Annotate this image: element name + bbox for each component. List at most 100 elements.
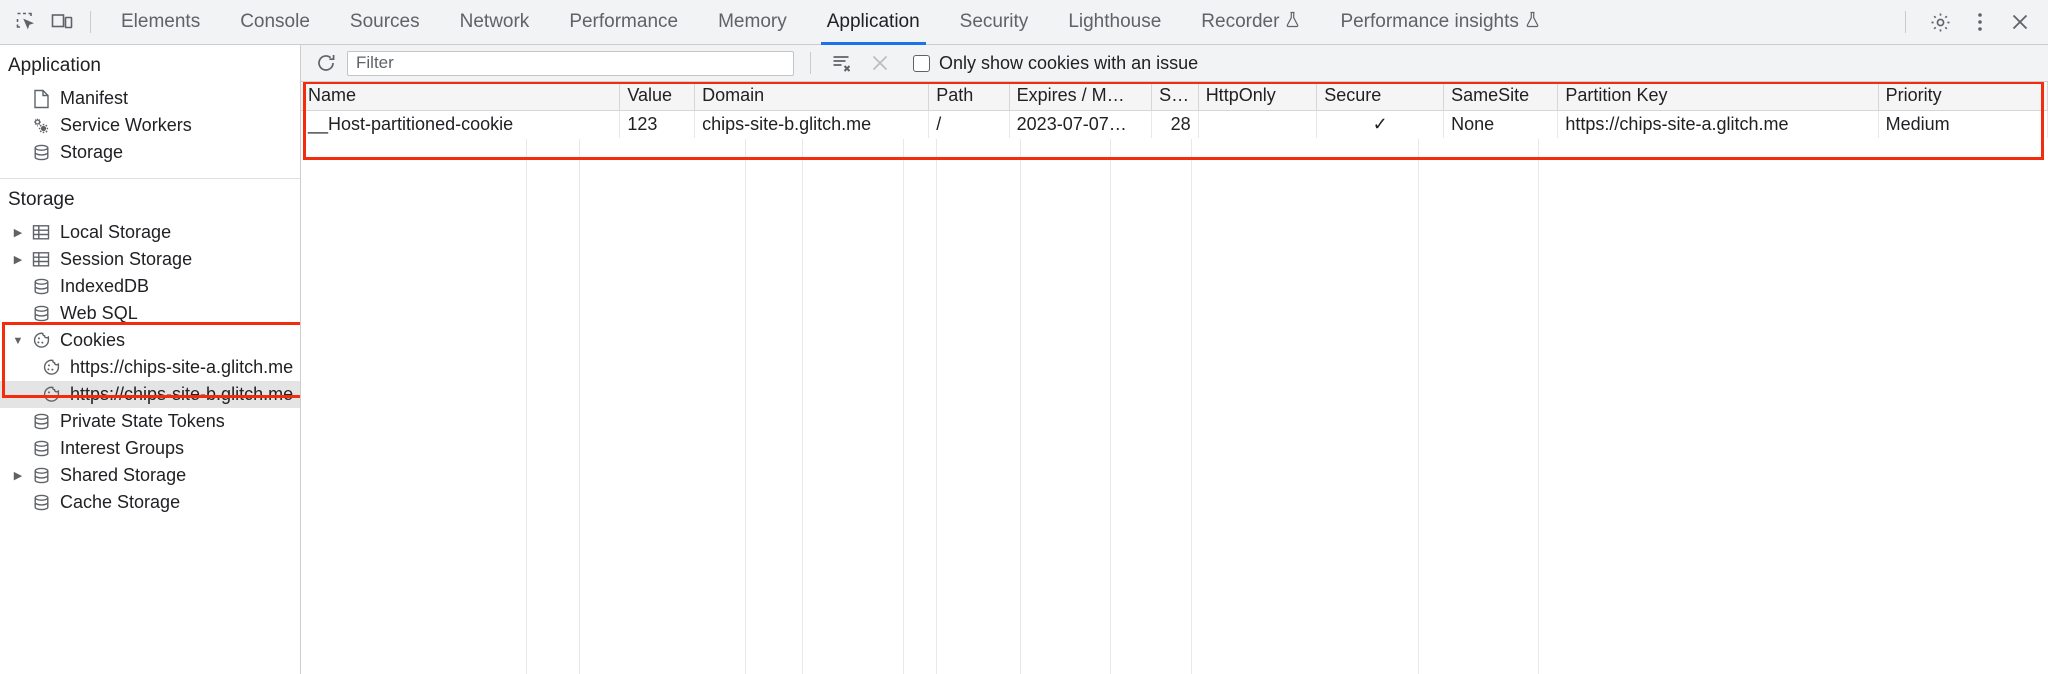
empty-column-rules [301, 139, 2048, 674]
tab-console[interactable]: Console [220, 0, 330, 45]
device-toolbar-icon[interactable] [44, 7, 80, 37]
manifest-document-icon [28, 89, 54, 109]
tab-label: Lighthouse [1068, 11, 1162, 32]
more-vertical-icon[interactable] [1960, 2, 2000, 42]
toolbar-right-controls [1899, 0, 2040, 45]
chevron-right-icon[interactable]: ▶ [13, 227, 23, 239]
experiment-flask-icon [1285, 11, 1300, 34]
tab-label: Security [959, 11, 1029, 32]
tab-label: Recorder [1201, 11, 1280, 32]
sidebar-item-label: Web SQL [60, 303, 138, 323]
inspect-element-icon[interactable] [8, 7, 44, 37]
sidebar-item-cookies-chips-site-a[interactable]: https://chips-site-a.glitch.me [0, 354, 300, 381]
column-header-partition-key[interactable]: Partition Key [1557, 82, 1879, 111]
tab-sources[interactable]: Sources [330, 0, 440, 45]
panel-tabs: Elements Console Sources Network Perform… [101, 0, 1560, 45]
sidebar-item-private-state-tokens[interactable]: ▶ Private State Tokens [0, 408, 300, 435]
database-icon [28, 277, 54, 296]
cell-partition-key: https://chips-site-a.glitch.me [1557, 110, 1879, 138]
database-icon [28, 439, 54, 458]
table-header-row: Name Value Domain Path Expires / M… Size… [301, 82, 2048, 111]
cell-name: __Host-partitioned-cookie [301, 110, 621, 138]
cookies-table-area: Name Value Domain Path Expires / M… Size… [301, 82, 2048, 674]
column-header-domain[interactable]: Domain [694, 82, 930, 111]
sidebar-item-session-storage[interactable]: ▶ Session Storage [0, 246, 300, 273]
cell-value: 123 [619, 110, 696, 138]
tab-elements[interactable]: Elements [101, 0, 220, 45]
cell-size: 28 [1151, 110, 1199, 138]
tab-label: Application [826, 11, 920, 32]
checkbox-box[interactable] [913, 54, 930, 72]
sidebar-item-manifest[interactable]: ▶ Manifest [0, 85, 300, 112]
tab-lighthouse[interactable]: Lighthouse [1048, 0, 1181, 45]
cookie-icon [38, 358, 64, 377]
column-header-secure[interactable]: Secure [1316, 82, 1445, 111]
database-icon [28, 493, 54, 512]
sidebar-item-cookies[interactable]: ▼ Cookies [0, 327, 300, 354]
column-header-httponly[interactable]: HttpOnly [1198, 82, 1318, 111]
tab-performance[interactable]: Performance [549, 0, 698, 45]
database-icon [28, 304, 54, 323]
column-header-value[interactable]: Value [619, 82, 696, 111]
clear-all-cookies-icon[interactable] [863, 49, 897, 77]
chevron-down-icon[interactable]: ▼ [12, 334, 24, 347]
sidebar-item-label: Session Storage [60, 249, 193, 269]
chevron-right-icon[interactable]: ▶ [13, 470, 23, 482]
service-workers-gear-icon [28, 116, 54, 136]
tab-label: Elements [121, 11, 201, 32]
tab-memory[interactable]: Memory [698, 0, 807, 45]
only-show-issue-cookies-checkbox[interactable]: Only show cookies with an issue [913, 53, 1198, 74]
cookie-icon [28, 331, 54, 350]
sidebar-item-local-storage[interactable]: ▶ Local Storage [0, 219, 300, 246]
tab-performance-insights[interactable]: Performance insights [1320, 0, 1559, 45]
database-icon [28, 466, 54, 485]
search-input[interactable] [347, 50, 794, 76]
column-header-name[interactable]: Name [301, 82, 621, 111]
sidebar-item-web-sql[interactable]: ▶ Web SQL [0, 300, 300, 327]
column-header-expires[interactable]: Expires / M… [1009, 82, 1153, 111]
sidebar-item-shared-storage[interactable]: ▶ Shared Storage [0, 462, 300, 489]
sidebar-item-cookies-chips-site-b[interactable]: https://chips-site-b.glitch.me [0, 381, 300, 408]
sidebar-item-label: Shared Storage [60, 465, 187, 485]
refresh-icon[interactable] [309, 48, 343, 78]
sidebar-item-label: Private State Tokens [60, 411, 225, 431]
sidebar-section-title: Storage [8, 189, 75, 210]
column-header-path[interactable]: Path [928, 82, 1010, 111]
cell-priority: Medium [1878, 110, 2048, 138]
tab-label: Console [240, 11, 310, 32]
clear-filtered-cookies-icon[interactable] [825, 49, 859, 77]
column-header-samesite[interactable]: SameSite [1443, 82, 1559, 111]
tab-recorder[interactable]: Recorder [1181, 0, 1320, 45]
sidebar-section-storage: Storage ▶ Local Storage ▶ Session Stora [0, 179, 300, 524]
tab-network[interactable]: Network [440, 0, 550, 45]
sidebar-item-label: Storage [60, 142, 124, 162]
cell-httponly [1198, 110, 1318, 138]
sidebar-item-interest-groups[interactable]: ▶ Interest Groups [0, 435, 300, 462]
sidebar-item-indexeddb[interactable]: ▶ IndexedDB [0, 273, 300, 300]
column-header-priority[interactable]: Priority [1878, 82, 2048, 111]
storage-database-icon [28, 143, 54, 162]
sidebar-item-label: https://chips-site-a.glitch.me [70, 357, 294, 377]
cookies-filter-bar: Only show cookies with an issue [301, 45, 2048, 82]
tab-label: Sources [349, 11, 420, 32]
filter-divider [810, 52, 811, 74]
gear-icon[interactable] [1920, 2, 1960, 42]
sidebar-item-label: IndexedDB [60, 276, 150, 296]
sidebar-item-service-workers[interactable]: ▶ Service Workers [0, 112, 300, 139]
tab-security[interactable]: Security [940, 0, 1049, 45]
sidebar-item-label: https://chips-site-b.glitch.me [70, 384, 294, 404]
sidebar-divider [0, 178, 300, 179]
devtools-body: Application ▶ Manifest ▶ [0, 45, 2048, 674]
table-icon [28, 251, 54, 268]
column-header-size[interactable]: Size [1151, 82, 1199, 111]
sidebar-section-title: Application [8, 55, 101, 76]
table-row[interactable]: __Host-partitioned-cookie 123 chips-site… [301, 110, 2048, 138]
tab-application[interactable]: Application [807, 0, 940, 45]
devtools-toolbar: Elements Console Sources Network Perform… [0, 0, 2048, 45]
sidebar-item-storage[interactable]: ▶ Storage [0, 139, 300, 166]
sidebar-item-label: Cache Storage [60, 492, 181, 512]
sidebar-item-label: Service Workers [60, 115, 192, 135]
chevron-right-icon[interactable]: ▶ [13, 254, 23, 266]
close-icon[interactable] [2000, 2, 2040, 42]
sidebar-item-cache-storage[interactable]: ▶ Cache Storage [0, 489, 300, 516]
